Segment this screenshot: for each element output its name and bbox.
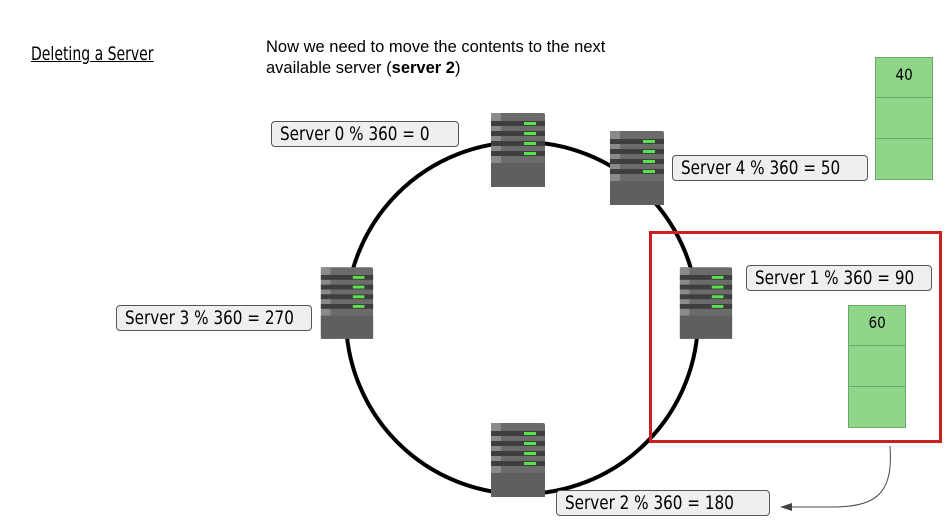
highlight-box	[649, 231, 942, 443]
server-0-icon	[491, 113, 545, 187]
server-3-label-text: Server 3 % 360 = 270	[125, 307, 294, 329]
server-2-label-text: Server 2 % 360 = 180	[565, 492, 734, 514]
bucket-cell	[848, 387, 906, 428]
server-2-icon	[491, 423, 545, 497]
server-4-icon	[610, 131, 664, 205]
bucket-cell	[875, 98, 933, 139]
server-1-bucket-stack: 60	[848, 305, 906, 428]
bucket-cell: 40	[875, 57, 933, 98]
move-arrow-line	[790, 445, 891, 508]
server-3-icon	[320, 267, 374, 339]
note-line2-bold: server 2	[391, 59, 455, 77]
bucket-cell: 60	[848, 305, 906, 346]
move-arrow-head	[780, 503, 792, 511]
server-0-label-text: Server 0 % 360 = 0	[280, 123, 430, 145]
server-2-label: Server 2 % 360 = 180	[556, 490, 770, 516]
note-line1: Now we need to move the contents to the …	[266, 38, 606, 56]
bucket-value: 40	[895, 65, 913, 84]
server-1-icon	[679, 267, 733, 339]
server-4-bucket-stack: 40	[875, 57, 933, 180]
note-line2-prefix: available server (	[266, 59, 392, 77]
bucket-cell	[848, 346, 906, 387]
server-0-label: Server 0 % 360 = 0	[271, 121, 459, 147]
server-4-label-text: Server 4 % 360 = 50	[681, 157, 841, 179]
server-1-label-text: Server 1 % 360 = 90	[755, 267, 915, 289]
note-line2-suffix: )	[454, 59, 461, 77]
instruction-note: Now we need to move the contents to the …	[266, 37, 686, 79]
server-1-label: Server 1 % 360 = 90	[746, 265, 932, 291]
server-3-label: Server 3 % 360 = 270	[116, 305, 312, 331]
bucket-cell	[875, 139, 933, 180]
server-4-label: Server 4 % 360 = 50	[672, 155, 868, 181]
bucket-value: 60	[868, 313, 886, 332]
page-title: Deleting a Server	[31, 43, 154, 65]
